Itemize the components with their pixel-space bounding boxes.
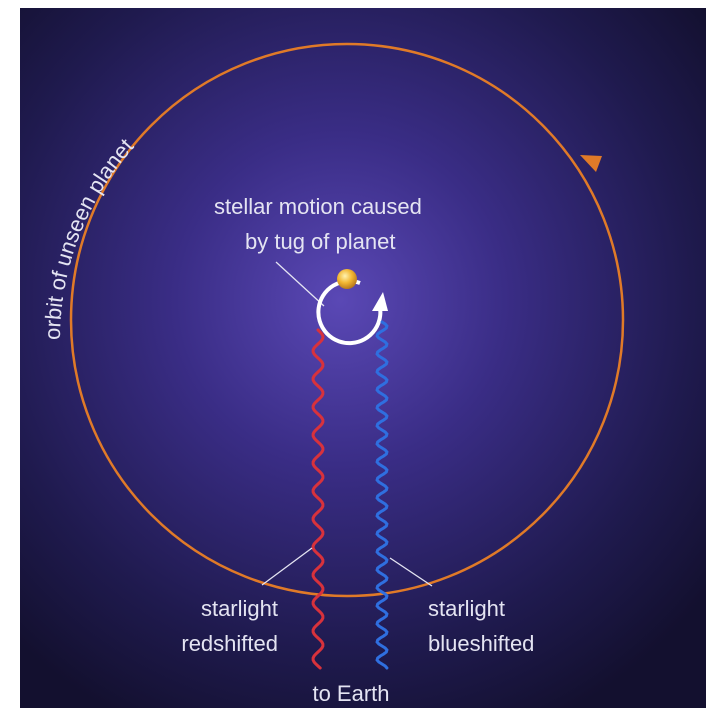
star-icon [337, 269, 357, 289]
blueshifted-light-wave [375, 320, 389, 670]
redshift-label-line1: starlight [201, 596, 278, 621]
stellar-motion-label-line2: by tug of planet [245, 229, 395, 254]
space-background [20, 8, 706, 708]
blueshift-leader-line [389, 557, 433, 587]
stellar-motion-arrowhead-icon [372, 292, 388, 311]
to-earth-label: to Earth [312, 681, 389, 706]
redshifted-light-wave [311, 328, 325, 670]
blueshift-label-line2: blueshifted [428, 631, 534, 656]
orbit-direction-arrowhead-icon [580, 155, 602, 172]
redshift-label-line2: redshifted [181, 631, 278, 656]
redshift-leader-line [261, 547, 313, 586]
blueshift-label-line1: starlight [428, 596, 505, 621]
stellar-motion-leader-line [275, 261, 325, 307]
stellar-motion-circle [316, 279, 383, 346]
planet-orbit [69, 42, 625, 598]
stellar-motion-label-line1: stellar motion caused [214, 194, 422, 219]
